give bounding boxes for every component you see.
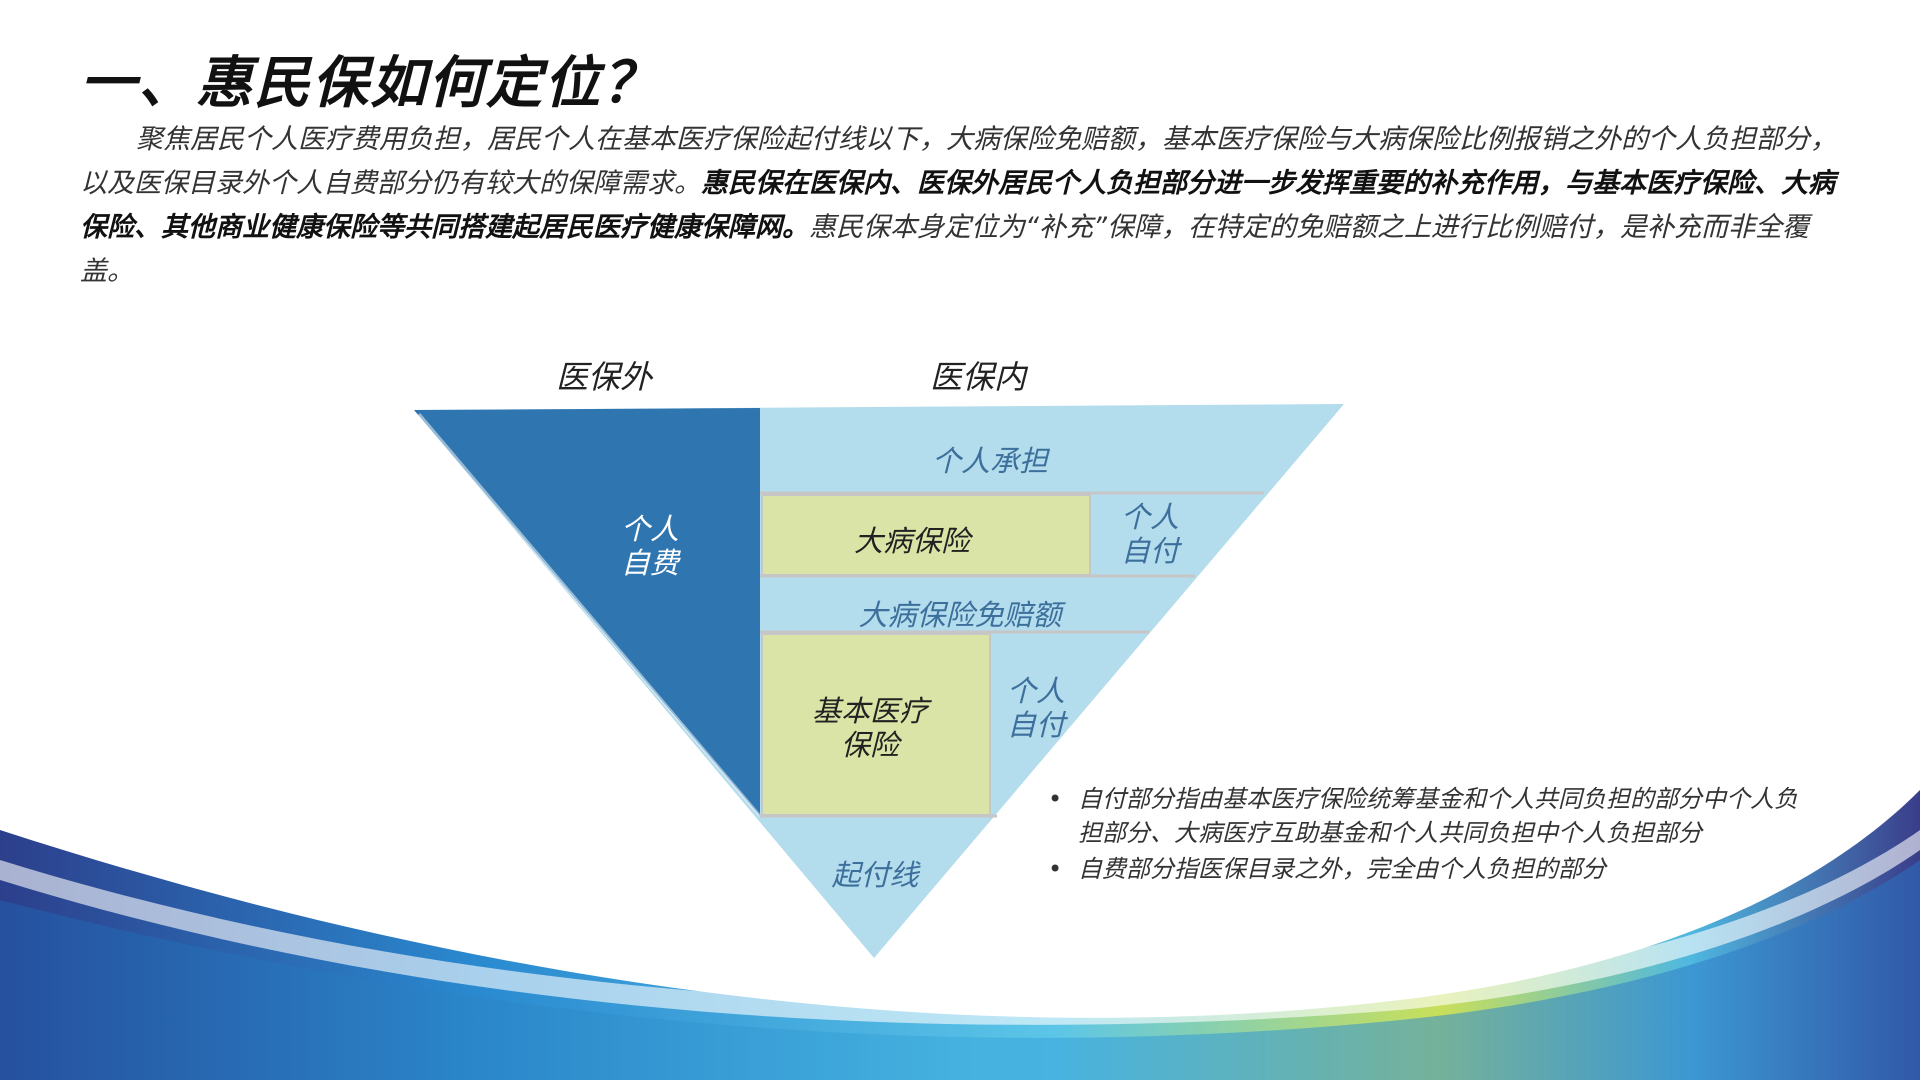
copay-lower-label: 个人 自付 xyxy=(1006,674,1065,742)
serious-illness-label: 大病保险 xyxy=(853,524,970,558)
intro-text-bold: 惠民保在医保内、医保外居民个人负担部分进一步发挥重要的补充作用，与基本医疗保险、… xyxy=(80,168,1835,243)
personal-burden-label: 个人承担 xyxy=(931,444,1048,478)
intro-text-part1: 聚焦居民个人医疗费用负担，居民个人在基本医疗保险起付线以下，大病保险免赔额，基本… xyxy=(80,124,1837,199)
serious-illness-block xyxy=(761,494,1091,576)
copay-upper-label: 个人 自付 xyxy=(1120,500,1179,568)
notes-list: 自付部分指由基本医疗保险统筹基金和个人共同负担的部分中个人负担部分、大病医疗互助… xyxy=(1048,782,1808,888)
basic-insurance-label: 基本医疗 保险 xyxy=(811,694,928,762)
self-pay-outside-label: 个人 自费 xyxy=(620,512,679,580)
outside-insurance-label: 医保外 xyxy=(556,358,653,396)
threshold-label: 起付线 xyxy=(831,858,919,892)
page-title: 一、惠民保如何定位？ xyxy=(80,51,660,116)
intro-paragraph: 聚焦居民个人医疗费用负担，居民个人在基本医疗保险起付线以下，大病保险免赔额，基本… xyxy=(80,118,1840,294)
deductible-label: 大病保险免赔额 xyxy=(858,598,1062,632)
basic-insurance-block xyxy=(761,633,991,816)
note-item: 自付部分指由基本医疗保险统筹基金和个人共同负担的部分中个人负担部分、大病医疗互助… xyxy=(1048,782,1808,850)
inside-insurance-label: 医保内 xyxy=(930,358,1027,396)
note-item: 自费部分指医保目录之外，完全由个人负担的部分 xyxy=(1048,852,1808,886)
intro-text-part2: 惠民保本身定位为“补充”保障，在特定的免赔额之上进行比例赔付，是补充而非全覆盖。 xyxy=(80,212,1809,287)
